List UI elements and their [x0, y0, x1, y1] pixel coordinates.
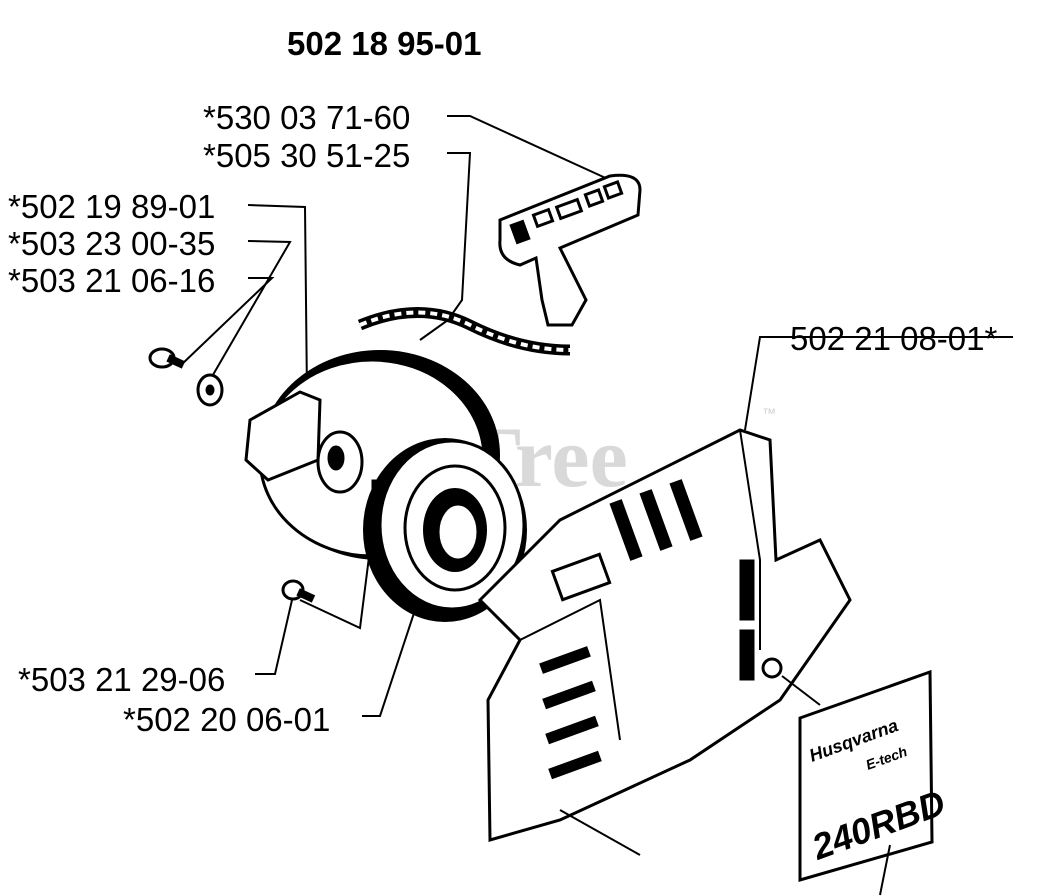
- label-spring-cassette[interactable]: *502 20 06-01: [123, 701, 330, 738]
- screw-bottom[interactable]: [281, 579, 316, 603]
- starter-handle[interactable]: [498, 173, 642, 327]
- spring-cassette[interactable]: [363, 438, 527, 622]
- cover-vents: [539, 479, 755, 780]
- label-screw-top[interactable]: *503 21 06-16: [8, 262, 215, 299]
- label-cover[interactable]: 502 21 08-01*: [790, 320, 998, 357]
- model-decal[interactable]: Husqvarna E-tech 240RBD: [798, 669, 950, 896]
- label-washer[interactable]: *503 23 00-35: [8, 225, 215, 262]
- leader-lines: [179, 115, 1013, 717]
- assembly-number: 502 18 95-01: [287, 25, 482, 62]
- washer[interactable]: [196, 373, 224, 407]
- label-handle[interactable]: *530 03 71-60: [203, 99, 410, 136]
- screw-top[interactable]: [148, 347, 186, 369]
- label-rope[interactable]: *505 30 51-25: [203, 137, 410, 174]
- label-screw-bottom[interactable]: *503 21 29-06: [18, 661, 225, 698]
- starter-rope[interactable]: [357, 307, 571, 356]
- watermark-tm: ™: [762, 405, 776, 421]
- label-pulley[interactable]: *502 19 89-01: [8, 188, 215, 225]
- starter-cover[interactable]: [477, 428, 852, 856]
